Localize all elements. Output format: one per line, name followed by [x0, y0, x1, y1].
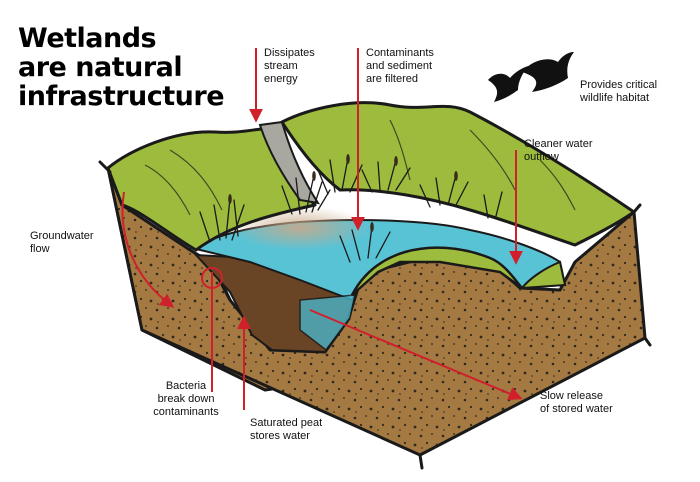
title-line: infrastructure: [18, 82, 224, 111]
title-line: Wetlands: [18, 24, 224, 53]
label-saturated-peat: Saturated peat stores water: [250, 417, 322, 443]
flying-ducks-icon: [488, 52, 574, 102]
label-contaminants-filtered: Contaminants and sediment are filtered: [366, 47, 434, 86]
label-groundwater-flow: Groundwater flow: [30, 230, 94, 256]
label-slow-release: Slow release of stored water: [540, 390, 613, 416]
label-bacteria: Bacteria break down contaminants: [140, 380, 232, 419]
label-dissipates-energy: Dissipates stream energy: [264, 47, 315, 86]
label-cleaner-outflow: Cleaner water outflow: [524, 138, 592, 164]
title-line: are natural: [18, 53, 224, 82]
page-title: Wetlands are natural infrastructure: [18, 24, 224, 111]
label-wildlife-habitat: Provides critical wildlife habitat: [580, 79, 657, 105]
